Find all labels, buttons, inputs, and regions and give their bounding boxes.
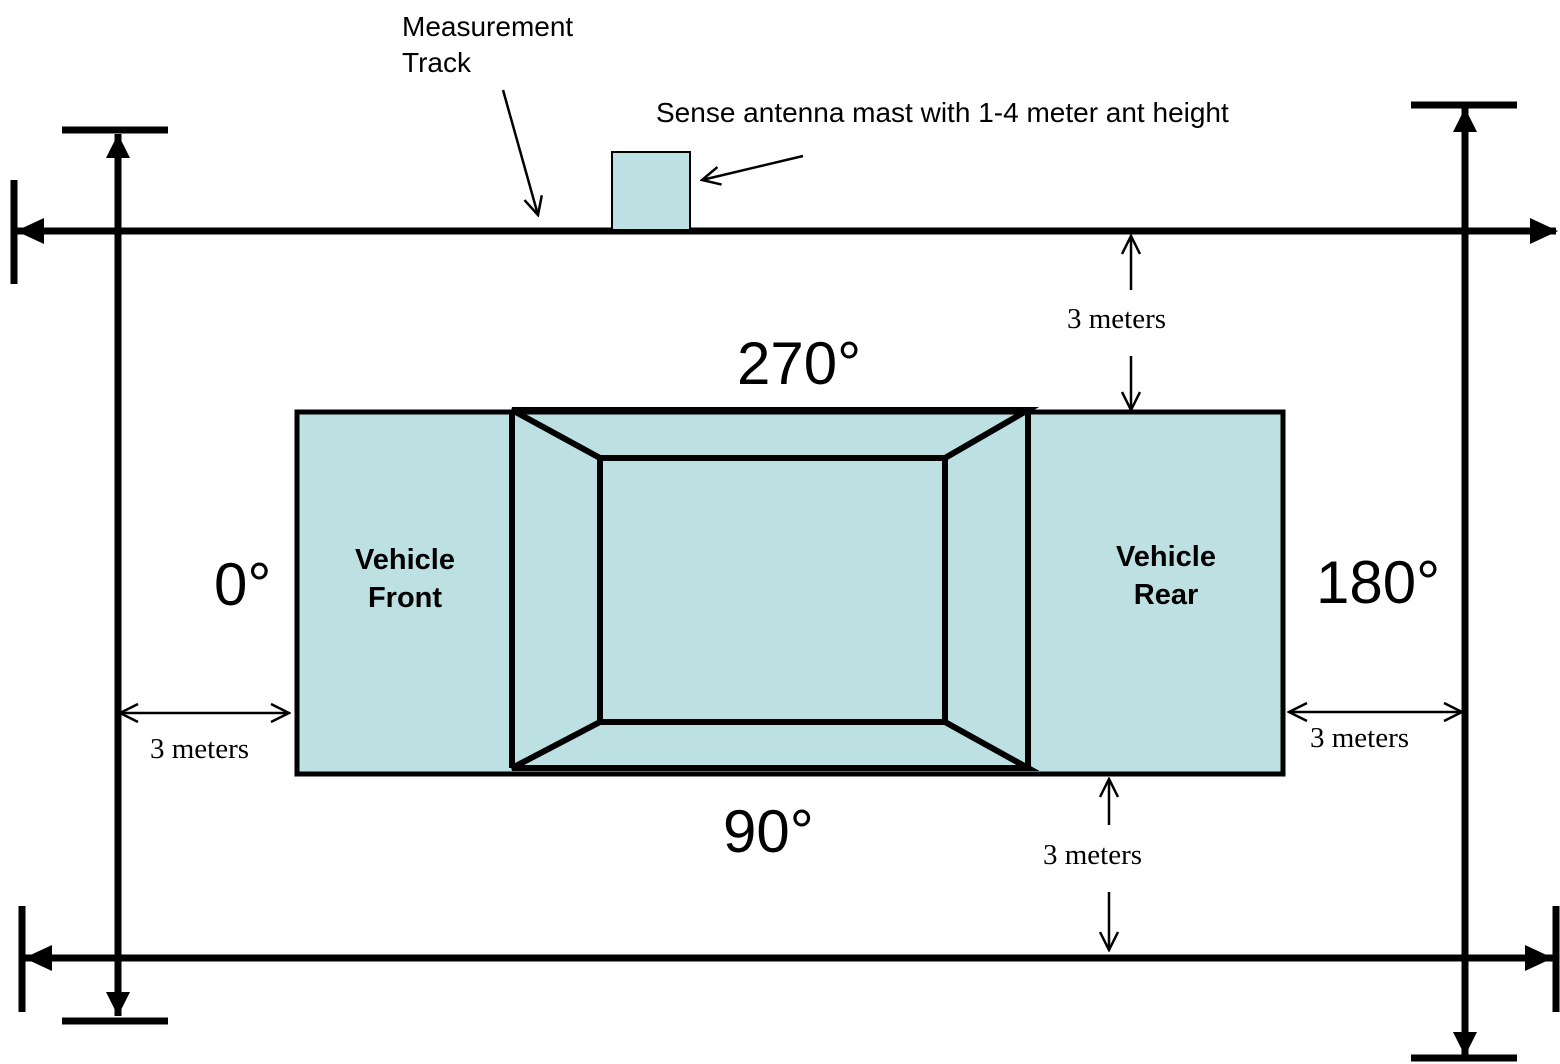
sense-antenna-mast bbox=[611, 151, 691, 231]
right-measurement-track bbox=[1411, 101, 1517, 1062]
vehicle-front-label-line2: Front bbox=[368, 582, 442, 614]
dist-right-label: 3 meters bbox=[1310, 722, 1409, 754]
dist-bottom-label: 3 meters bbox=[1043, 839, 1142, 871]
sense-antenna-label: Sense antenna mast with 1-4 meter ant he… bbox=[656, 97, 1229, 128]
left-track-top-arrowhead bbox=[106, 134, 130, 158]
vehicle bbox=[294, 407, 1286, 777]
left-measurement-track bbox=[62, 126, 168, 1025]
right-track-top-arrowhead bbox=[1453, 108, 1477, 132]
bottom-track-left-arrowhead bbox=[24, 945, 52, 971]
angle-180-label: 180° bbox=[1316, 549, 1440, 616]
angle-90-label: 90° bbox=[723, 798, 814, 865]
vehicle-roof bbox=[597, 455, 948, 725]
measurement-track-label-line2: Track bbox=[402, 47, 472, 78]
dist-left-label: 3 meters bbox=[150, 733, 249, 765]
vehicle-rear-label-line1: Vehicle bbox=[1116, 541, 1216, 573]
right-track-bottom-arrowhead bbox=[1453, 1032, 1477, 1056]
left-track-bottom-arrowhead bbox=[106, 992, 130, 1016]
dist-top-label: 3 meters bbox=[1067, 303, 1166, 335]
vehicle-front-label-line1: Vehicle bbox=[355, 544, 455, 576]
top-track-right-arrowhead bbox=[1530, 218, 1558, 244]
angle-270-label: 270° bbox=[737, 330, 861, 397]
top-measurement-track bbox=[10, 180, 1558, 284]
measurement-track-pointer-arrow bbox=[501, 89, 538, 215]
antenna-pointer-arrow bbox=[702, 154, 804, 180]
angle-0-label: 0° bbox=[214, 551, 271, 618]
bottom-track-right-arrowhead bbox=[1525, 945, 1553, 971]
bottom-measurement-track bbox=[18, 906, 1560, 1012]
vehicle-rear-label-line2: Rear bbox=[1134, 579, 1199, 611]
top-track-left-arrowhead bbox=[16, 218, 44, 244]
measurement-track-label-line1: Measurement bbox=[402, 11, 573, 42]
vehicle-body bbox=[294, 409, 1286, 777]
